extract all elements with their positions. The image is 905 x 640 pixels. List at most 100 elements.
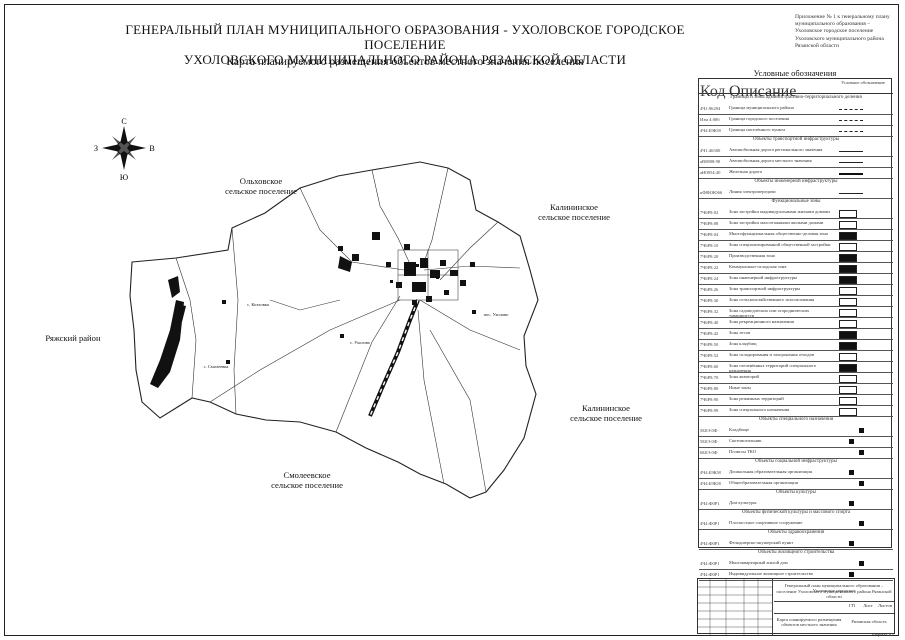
title-block-grid xyxy=(698,579,773,635)
legend-section-header: Объекты социальной инфраструктуры xyxy=(755,459,837,464)
legend-row-code: 7Ч6Р8:04 xyxy=(700,232,719,237)
legend-row-description: Иные зоны xyxy=(729,385,751,390)
legend-row-code: 4Ч4:Ф0Р1 xyxy=(700,572,720,577)
legend-row-description: Зона специализированной общественной зас… xyxy=(729,242,831,247)
legend-row-code: 7Ч6Р8:40 xyxy=(700,320,719,325)
legend-row-description: Автомобильная дорога регионального значе… xyxy=(729,147,823,152)
stamp-sheets: Листов xyxy=(877,603,893,608)
legend-section-header: Объекты специального назначения xyxy=(758,417,834,422)
legend-row-code: Изм 4:08б xyxy=(700,117,720,122)
approval-line-5: Рязанской области xyxy=(795,42,839,49)
legend-section-header: Объекты инженерной инфраструктуры xyxy=(754,179,838,184)
legend-row-code: 7Ч6Р8:42 xyxy=(700,331,719,336)
stamp-org: Рязанская область xyxy=(851,619,887,624)
legend-row-code: 7Ч6Р8:26 xyxy=(700,287,719,292)
legend-row-symbol-icon xyxy=(839,386,857,394)
legend-row-symbol-icon xyxy=(839,364,857,372)
legend-section-header: Объекты физической культуры и массового … xyxy=(741,510,851,515)
legend-row-description: Производственная зона xyxy=(729,253,775,258)
legend-row-description: Граница муниципального района xyxy=(729,105,794,110)
legend-row-symbol-icon xyxy=(859,561,864,566)
legend-row: 4Ч1:46500 Автомобильная дорога региональн… xyxy=(699,146,893,157)
settlement-centre xyxy=(338,232,475,305)
legend-row: Изм 4:08б Граница городского поселения xyxy=(699,115,893,126)
legend-row-symbol-icon xyxy=(839,193,863,194)
compass-north-label: С xyxy=(121,117,126,126)
stamp-divider-2 xyxy=(774,613,894,614)
legend-row-code: 5Б0Э:0Ф xyxy=(700,428,718,433)
label-kalininskoe-2: Калининское сельское поселение xyxy=(556,403,656,423)
legend-row-code: 7Ч6Р8:50 xyxy=(700,342,719,347)
legend-row-description: Зона специального назначения xyxy=(729,407,790,412)
page-title: ГЕНЕРАЛЬНЫЙ ПЛАН МУНИЦИПАЛЬНОГО ОБРАЗОВА… xyxy=(120,22,690,67)
legend-row-description: Дом культуры xyxy=(729,500,757,505)
legend-row-symbol-icon xyxy=(839,375,857,383)
legend-row-description: Фельдшерско-акушерский пункт xyxy=(729,540,794,545)
legend-row: 7Ч6Р8:90 Зона режимных территорий xyxy=(699,395,893,406)
legend-row-description: Зона складирования и захоронения отходов xyxy=(729,352,815,357)
legend-row-code: 4Ч4:Ф0Р1 xyxy=(700,521,720,526)
approval-line-4: Ухоловского муниципального района xyxy=(795,35,884,42)
legend-row-symbol-icon xyxy=(849,439,854,444)
label-ryazhsky-text: Ряжский район xyxy=(45,333,101,343)
legend-row-description: Зона режимных территорий xyxy=(729,396,784,401)
legend-section-header: Объекты жилищного строительства xyxy=(757,550,835,555)
legend-row-code: 4Ч1:46500 xyxy=(700,148,721,153)
legend-row-code: 4Ч4:Ф0Р1 xyxy=(700,561,720,566)
legend-header-code: Код объекта xyxy=(700,83,726,100)
legend-row-symbol-icon xyxy=(839,221,857,229)
legend-row-description: Полигон ТКО xyxy=(729,449,757,454)
legend-row-symbol-icon xyxy=(839,309,857,317)
legend-row-description: Зона застройки малоэтажными жилыми домам… xyxy=(729,220,824,225)
label-ryazhsky: Ряжский район xyxy=(28,333,118,343)
stamp-line-3: Карта планируемого размещения объектов м… xyxy=(776,617,842,628)
stamp-line-2: поселение Ухоловского муниципального рай… xyxy=(776,589,892,600)
legend-row: 7Ч6Р8:10 Зона специализированной обществе… xyxy=(699,241,893,252)
legend-row-description: Автомобильная дорога местного значения xyxy=(729,158,812,163)
label-village-4: с. Смолеевка xyxy=(203,364,229,369)
legend-row-symbol-icon xyxy=(849,541,854,546)
legend-row-description: Зона транспортной инфраструктуры xyxy=(729,286,801,291)
legend-section-header: Границы и зоны административно-территори… xyxy=(730,95,862,100)
legend-row-description: Многофункциональная общественно-деловая … xyxy=(729,231,828,236)
legend-row-symbol-icon xyxy=(839,397,857,405)
legend-row-description: Зона озеленённых территорий специального… xyxy=(729,363,817,373)
legend-row-description: Общеобразовательная организация xyxy=(729,480,798,485)
legend-row-code: 7Ч6Р8:10 xyxy=(700,243,719,248)
title-block-info: Генеральный план муниципального образова… xyxy=(774,579,894,635)
legend-row-code: 4Ч4:Б9Ю8 xyxy=(700,481,721,486)
legend-row-symbol-icon xyxy=(839,232,857,240)
legend-row-description: Граница городского поселения xyxy=(729,116,790,121)
legend-row-symbol-icon xyxy=(839,120,863,121)
legend-row-code: 4Ч1:96294 xyxy=(700,106,721,111)
legend-row-code: 7Ч6Р8:02 xyxy=(700,210,719,215)
legend-section-header: Объекты культуры xyxy=(776,490,816,495)
legend-row-symbol-icon xyxy=(839,151,863,152)
forest-zones xyxy=(150,256,352,388)
title-line-2: УХОЛОВСКОГО МУНИЦИПАЛЬНОГО РАЙОНА РЯЗАНС… xyxy=(183,52,627,67)
legend-row-symbol-icon xyxy=(849,572,854,577)
legend-row-code: 7Ч6Р8:90 xyxy=(700,397,719,402)
title-line-1: ГЕНЕРАЛЬНЫЙ ПЛАН МУНИЦИПАЛЬНОГО ОБРАЗОВА… xyxy=(125,22,685,52)
drawing-sheet-frame xyxy=(4,4,899,636)
legend-row-description: Линия электропередачи xyxy=(729,189,776,194)
label-olkhovskoe: Ольховское сельское поселение xyxy=(216,176,306,196)
compass-west-label: З xyxy=(94,144,98,153)
legend-row-symbol-icon xyxy=(839,276,857,284)
approval-line-2: муниципального образования – xyxy=(795,21,871,28)
legend-row: 4Ч4:Б9Ю8 Общеобразовательная организация xyxy=(699,479,893,490)
